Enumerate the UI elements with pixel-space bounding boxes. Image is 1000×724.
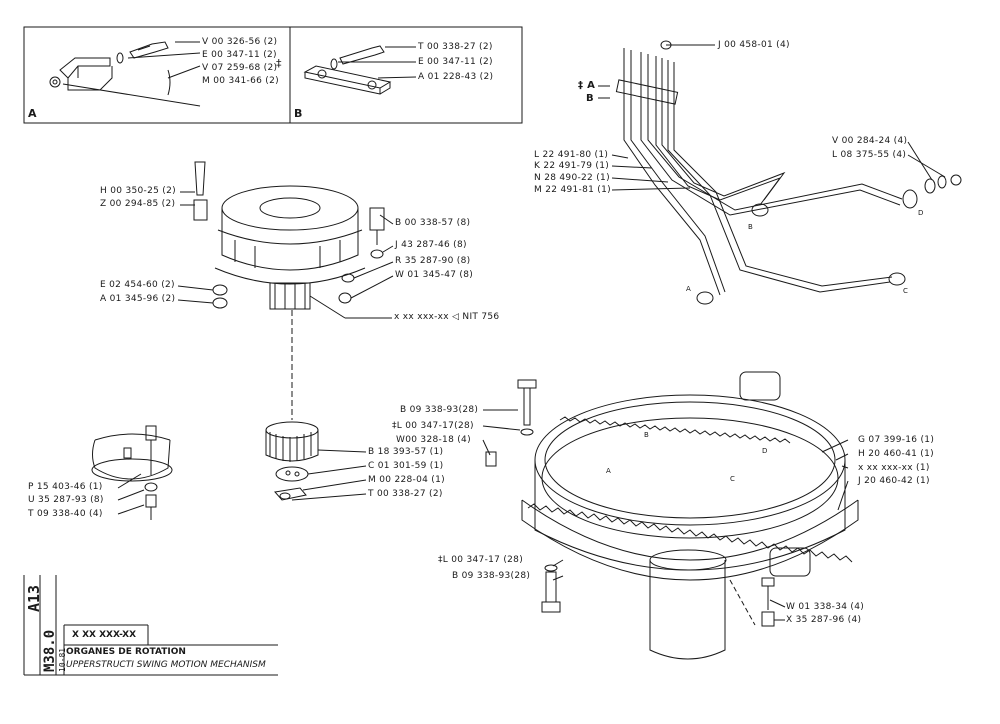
motor-part: Z 00 294-85 (2) <box>100 199 176 209</box>
cover-part: T 09 338-40 (4) <box>28 509 103 519</box>
drawing-code-b: M38.0 <box>42 629 58 672</box>
ring-part: G 07 399-16 (1) <box>858 435 935 445</box>
ring-part: B 09 338-93(28) <box>452 571 531 581</box>
motor-part: H 00 350-25 (2) <box>100 186 176 196</box>
ab-marker-top: ‡ A <box>578 80 596 91</box>
ring-part: ‡L 00 347-17 (28) <box>438 555 524 565</box>
ring-part: X 35 287-96 (4) <box>786 615 862 625</box>
pipe-part: N 28 490-22 (1) <box>534 173 610 183</box>
pinion-part: B 09 338-93(28) <box>400 405 479 415</box>
pipe-part: V 00 284-24 (4) <box>832 136 908 146</box>
bracket-a-drawing <box>49 41 201 107</box>
detail-box-b <box>289 26 523 124</box>
ring-part: W 01 338-34 (4) <box>786 602 865 612</box>
box-a-part: E 00 347-11 (2) <box>202 50 277 60</box>
ring-part: x xx xxx-xx (1) <box>858 463 930 473</box>
pipe-part: M 22 491-81 (1) <box>534 185 611 195</box>
motor-part: E 02 454-60 (2) <box>100 280 175 290</box>
title-ref: X XX XXX-XX <box>72 630 137 640</box>
ring-letter: B <box>644 431 650 439</box>
slewing-ring-drawing <box>482 371 859 660</box>
ring-letter: A <box>606 467 612 475</box>
pipe-end-letter: B <box>748 223 754 231</box>
title-block-frame <box>23 575 278 676</box>
pinion-drawing <box>265 421 367 501</box>
motor-part: A 01 345-96 (2) <box>100 294 176 304</box>
box-a-part: V 07 259-68 (2) <box>202 63 278 73</box>
cover-part: P 15 403-46 (1) <box>28 482 103 492</box>
dagger-mark: ‡ <box>276 57 282 70</box>
motor-part: R 35 287-90 (8) <box>395 256 471 266</box>
motor-part: W 01 345-47 (8) <box>395 270 474 280</box>
title-english: UPPERSTRUCTI SWING MOTION MECHANISM <box>66 660 266 670</box>
ring-letter: C <box>730 475 736 483</box>
pipe-fitting-label: J 00 458-01 (4) <box>718 40 790 50</box>
pipe-part: L 22 491-80 (1) <box>534 150 609 160</box>
pipe-part: K 22 491-79 (1) <box>534 161 610 171</box>
ab-marker-bottom: B <box>586 93 594 104</box>
cover-part: U 35 287-93 (8) <box>28 495 104 505</box>
box-a-part: M 00 341-66 (2) <box>202 76 279 86</box>
cover-drawing <box>91 425 173 520</box>
pinion-part: W00 328-18 (4) <box>396 435 471 445</box>
pinion-part: C 01 301-59 (1) <box>368 461 444 471</box>
box-b-part: T 00 338-27 (2) <box>418 42 493 52</box>
pipe-end-letter: C <box>903 287 909 295</box>
motor-part: J 43 287-46 (8) <box>395 240 467 250</box>
box-a-part: V 00 326-56 (2) <box>202 37 278 47</box>
box-b-letter: B <box>294 107 303 120</box>
plate-b-drawing <box>303 45 417 95</box>
ring-letter: D <box>762 447 768 455</box>
pinion-part: B 18 393-57 (1) <box>368 447 444 457</box>
pipe-end-letter: A <box>686 285 692 293</box>
ring-part: H 20 460-41 (1) <box>858 449 934 459</box>
box-a-letter: A <box>28 107 37 120</box>
hydraulic-pipes-drawing <box>598 40 962 305</box>
pipe-end-letter: D <box>918 209 924 217</box>
pinion-part: M 00 228-04 (1) <box>368 475 445 485</box>
ring-part: J 20 460-42 (1) <box>858 476 930 486</box>
pinion-part: ‡L 00 347-17(28) <box>392 421 474 431</box>
box-b-part: E 00 347-11 (2) <box>418 57 493 67</box>
pinion-part: T 00 338-27 (2) <box>368 489 443 499</box>
pipe-part: L 08 375-55 (4) <box>832 150 907 160</box>
title-french: ORGANES DE ROTATION <box>66 647 186 657</box>
swing-motor-drawing <box>177 161 394 420</box>
box-b-part: A 01 228-43 (2) <box>418 72 494 82</box>
drawing-code-a: A13 <box>25 584 43 612</box>
motor-part: B 00 338-57 (8) <box>395 218 471 228</box>
motor-unit-ref: x xx xxx-xx ◁ NIT 756 <box>394 312 500 322</box>
